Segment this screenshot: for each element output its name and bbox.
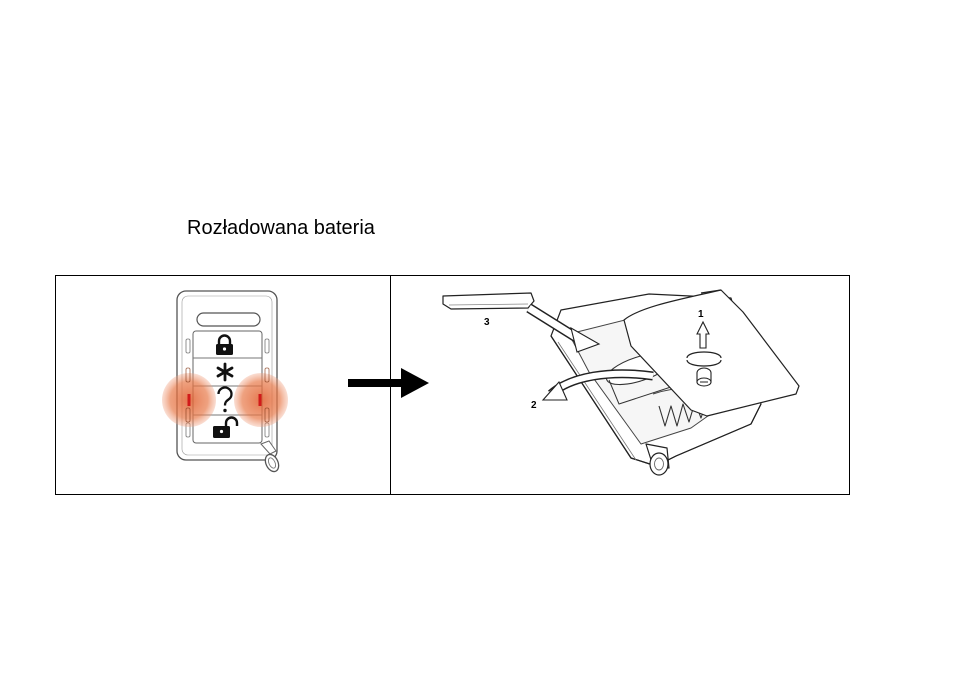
cover-piece (443, 293, 534, 309)
remote-slot (197, 313, 260, 326)
screw-icon (697, 368, 711, 386)
remote-illustration (56, 276, 389, 494)
led-left (188, 394, 191, 406)
led-right (259, 394, 262, 406)
step-number-1: 1 (698, 310, 704, 320)
step-number-2: 2 (531, 401, 537, 411)
device-illustration (391, 276, 849, 494)
step-number-3: 3 (484, 318, 490, 328)
page-heading: Rozładowana bateria (187, 216, 375, 240)
